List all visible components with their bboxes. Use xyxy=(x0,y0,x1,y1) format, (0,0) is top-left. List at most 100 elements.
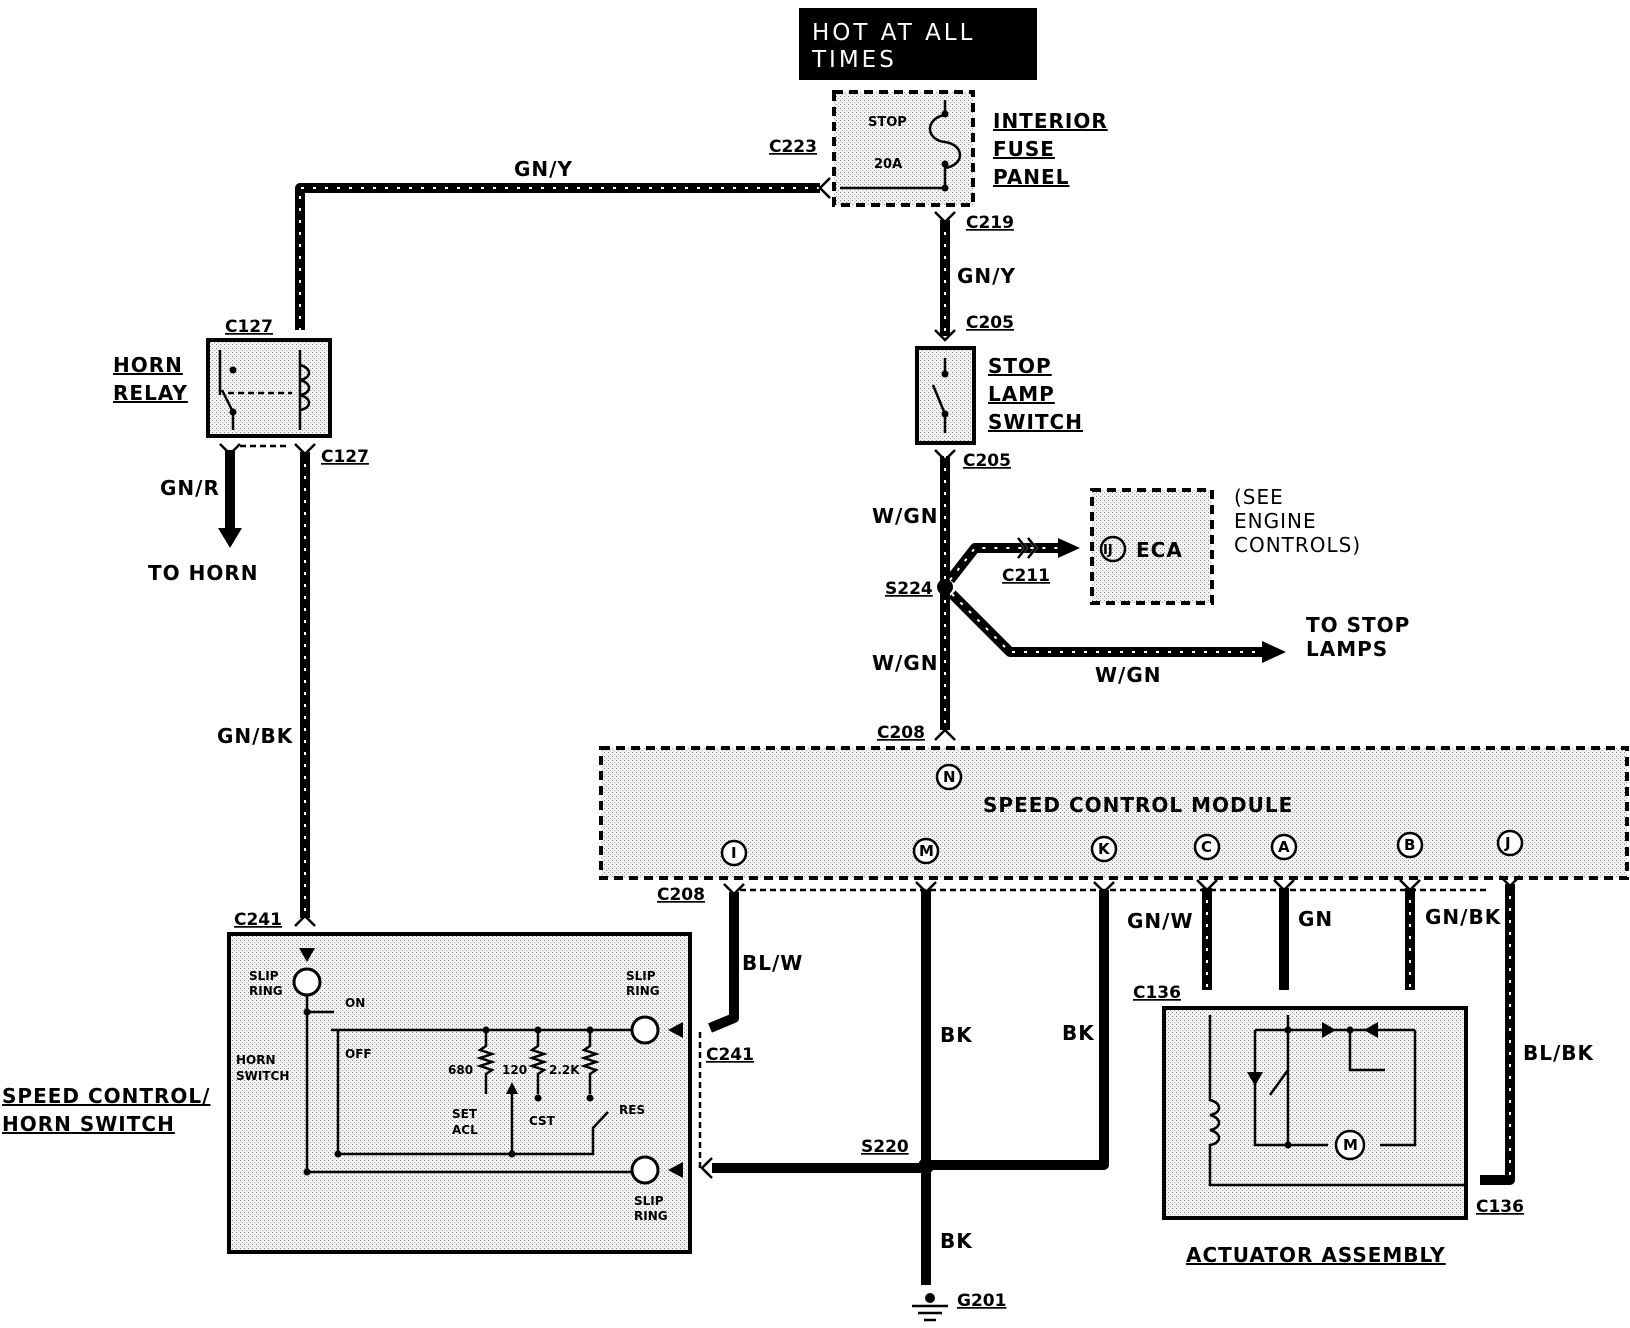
eca-name: ECA xyxy=(1136,538,1183,562)
actuator-assembly: C136 C136 M ACTUATOR ASSEMBLY xyxy=(1133,983,1524,1267)
switch-assembly-name-2: HORN SWITCH xyxy=(2,1112,175,1136)
stop-lamp-switch-name-3: SWITCH xyxy=(988,410,1083,434)
slip-ring-right-top xyxy=(630,1015,660,1045)
svg-text:C: C xyxy=(1201,838,1212,856)
to-horn-label: TO HORN xyxy=(148,561,259,585)
svg-text:J: J xyxy=(1504,834,1511,852)
slip-ring-left xyxy=(292,967,322,997)
cst-label: CST xyxy=(529,1114,556,1128)
module-pin-b: B xyxy=(1396,831,1424,859)
fuse-icon xyxy=(840,100,962,190)
wire-to-stop-lamps: W/GN TO STOP LAMPS xyxy=(948,590,1410,687)
wire-gn-bk-left: C127 GN/BK C241 xyxy=(217,443,369,930)
wire-bk-network: S220 BK BK BK G201 xyxy=(700,881,1115,1322)
svg-text:A: A xyxy=(1278,838,1290,856)
fuse-panel-name-2: FUSE xyxy=(993,137,1055,161)
speed-control-module-name: SPEED CONTROL MODULE xyxy=(983,793,1293,817)
set-acl-label-1: SET xyxy=(452,1107,478,1121)
wire-gn-y-switch: C219 GN/Y C205 xyxy=(934,211,1015,342)
banner-line-2: TIMES xyxy=(811,47,897,73)
connector-c211: C211 xyxy=(1002,566,1050,586)
horn-relay-name-2: RELAY xyxy=(113,381,188,405)
resistor-680: 680 xyxy=(448,1063,473,1077)
wire-label-gn-w: GN/W xyxy=(1127,909,1194,933)
svg-text:B: B xyxy=(1404,836,1415,854)
horn-switch-label-2: SWITCH xyxy=(236,1069,289,1083)
wire-label-gn: GN xyxy=(1298,907,1333,931)
module-pin-i: I xyxy=(720,839,748,867)
eca-pin: IJ xyxy=(1103,543,1113,558)
connector-c205-top: C205 xyxy=(966,313,1014,333)
slip-ring-left-1: SLIP xyxy=(249,969,279,983)
connector-c205-bottom: C205 xyxy=(963,451,1011,471)
fuse-panel-name-1: INTERIOR xyxy=(993,109,1108,133)
wire-label-bk-3: BK xyxy=(940,1229,973,1253)
connector-c127-bottom: C127 xyxy=(321,447,369,467)
slip-ring-right-top-2: RING xyxy=(626,984,660,998)
wire-label-gn-bk-right: GN/BK xyxy=(1425,905,1502,929)
wire-label-w-gn-1: W/GN xyxy=(872,504,939,528)
banner-line-1: HOT AT ALL xyxy=(812,20,975,46)
set-acl-label-2: ACL xyxy=(452,1123,478,1137)
to-stop-lamps-1: TO STOP xyxy=(1306,613,1410,637)
wire-label-gn-r: GN/R xyxy=(160,476,220,500)
fuse-label: STOP xyxy=(868,115,907,130)
wire-label-gn-bk-left: GN/BK xyxy=(217,724,294,748)
stop-lamp-switch-name-1: STOP xyxy=(988,354,1052,378)
module-pin-j: J xyxy=(1496,829,1524,857)
power-source-banner: HOT AT ALL TIMES xyxy=(799,8,1037,80)
ground-g201: G201 xyxy=(957,1291,1006,1311)
slip-ring-right-bottom xyxy=(630,1155,660,1185)
wire-label-w-gn-2: W/GN xyxy=(872,651,939,675)
res-label: RES xyxy=(619,1103,645,1117)
wire-gn: GN xyxy=(1273,879,1333,990)
speed-control-horn-switch: SPEED CONTROL/ HORN SWITCH SLIP RING SLI… xyxy=(2,932,692,1254)
connector-c223: C223 xyxy=(769,137,817,157)
wire-gn-y-horn: GN/Y C223 xyxy=(295,137,831,330)
fuse-rating: 20A xyxy=(874,157,902,172)
wire-gn-bk-right: GN/BK xyxy=(1399,879,1502,990)
wire-label-bk-2: BK xyxy=(1062,1021,1095,1045)
wire-label-gn-y-top: GN/Y xyxy=(514,157,573,181)
svg-text:K: K xyxy=(1098,840,1111,858)
wire-label-bl-w: BL/W xyxy=(742,951,803,975)
connector-c208-top: C208 xyxy=(877,723,925,743)
wire-w-gn-trunk: C205 W/GN W/GN C208 S224 xyxy=(872,449,1011,743)
wire-to-eca: C211 xyxy=(946,537,1080,586)
module-pin-n: N xyxy=(943,768,956,786)
slip-ring-left-2: RING xyxy=(249,984,283,998)
splice-s220 xyxy=(918,1158,934,1174)
wire-bl-bk: BL/BK xyxy=(1480,875,1595,1185)
interior-fuse-panel: STOP 20A INTERIOR FUSE PANEL xyxy=(832,90,1108,207)
speed-control-module: SPEED CONTROL MODULE N I M K C A B J xyxy=(599,746,1629,892)
switch-assembly-name-1: SPEED CONTROL/ xyxy=(2,1084,210,1108)
resistor-120: 120 xyxy=(502,1063,527,1077)
fuse-panel-name-3: PANEL xyxy=(993,165,1069,189)
slip-ring-right-top-1: SLIP xyxy=(626,969,656,983)
motor-label: M xyxy=(1343,1136,1358,1154)
wire-gn-r: GN/R TO HORN xyxy=(148,443,290,585)
connector-c241-top: C241 xyxy=(234,910,282,930)
stop-lamp-switch: STOP LAMP SWITCH xyxy=(915,346,1083,445)
eca-note-3: CONTROLS) xyxy=(1234,533,1361,557)
slip-ring-right-bottom-2: RING xyxy=(634,1209,668,1223)
eca-note-2: ENGINE xyxy=(1234,509,1317,533)
connector-c136-bottom: C136 xyxy=(1476,1197,1524,1217)
splice-s224-label: S224 xyxy=(885,579,933,599)
connector-c136-top: C136 xyxy=(1133,983,1181,1003)
connector-c208-bottom: C208 xyxy=(657,885,705,905)
motor-icon xyxy=(1334,1129,1366,1161)
wire-label-bl-bk: BL/BK xyxy=(1523,1041,1595,1065)
module-pin-k: K xyxy=(1090,835,1118,863)
module-pin-a: A xyxy=(1270,833,1298,861)
wire-label-w-gn-3: W/GN xyxy=(1095,663,1162,687)
eca-note-1: (SEE xyxy=(1234,485,1284,509)
wire-bl-w: C208 BL/W C241 xyxy=(657,883,803,1170)
actuator-assembly-name: ACTUATOR ASSEMBLY xyxy=(1186,1243,1446,1267)
module-pin-c: C xyxy=(1193,833,1221,861)
to-stop-lamps-2: LAMPS xyxy=(1306,637,1388,661)
connector-c241-right: C241 xyxy=(706,1045,754,1065)
svg-text:M: M xyxy=(919,842,934,860)
eca-module: IJ ECA (SEE ENGINE CONTROLS) xyxy=(1090,485,1361,605)
